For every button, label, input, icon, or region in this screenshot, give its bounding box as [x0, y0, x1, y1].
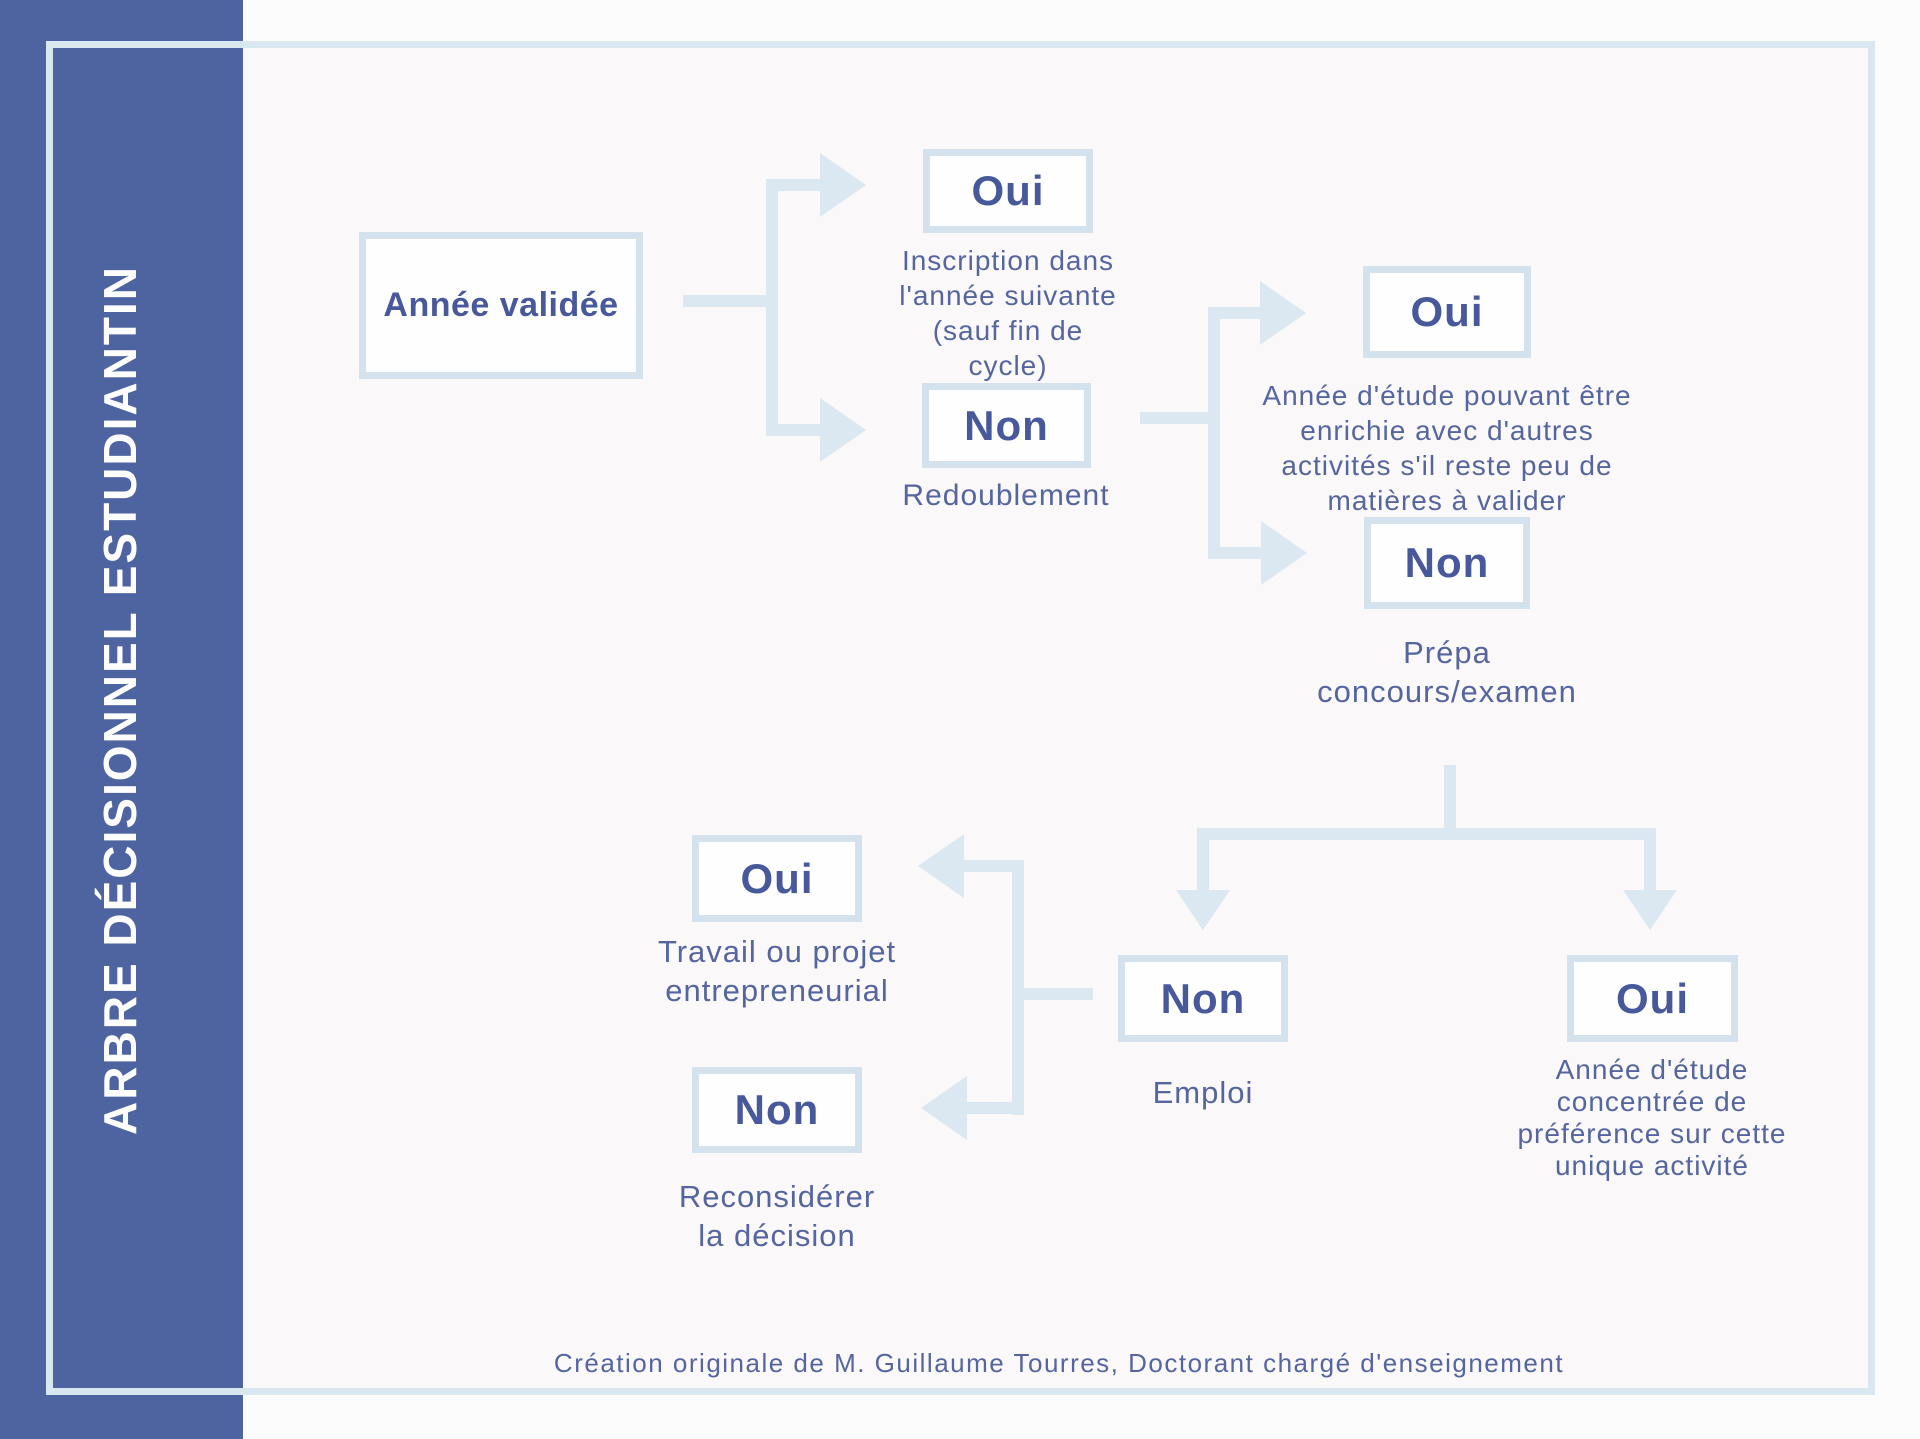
node-oui-redoublement: Oui: [1363, 266, 1531, 358]
node-oui-validation-label: Oui: [971, 167, 1045, 214]
connector-line: [1012, 860, 1024, 1115]
connector-line: [778, 424, 822, 436]
caption-emploi: Emploi: [1152, 1075, 1254, 1110]
node-oui-validation: Oui: [923, 149, 1093, 233]
connector-line: [967, 1102, 1012, 1114]
connector-line: [683, 295, 778, 307]
node-oui-prepa-label: Oui: [1616, 974, 1689, 1022]
caption-prepa: Prépa concours/examen: [1317, 635, 1577, 709]
node-non-redoublement-label: Non: [1404, 539, 1490, 586]
connector-line: [1644, 840, 1656, 890]
arrow-left-icon: [921, 1076, 967, 1140]
connector-line: [1197, 840, 1209, 890]
connector-line: [778, 179, 822, 191]
connector-line: [1444, 765, 1456, 828]
footer-credit: Création originale de M. Guillaume Tourr…: [553, 1348, 1565, 1378]
connector-line: [1140, 412, 1208, 424]
caption-reconsiderer: Reconsidérer la décision: [678, 1179, 876, 1253]
node-oui-redoublement-label: Oui: [1410, 288, 1484, 335]
sidebar: ARBRE DÉCISIONNEL ESTUDIANTIN: [0, 0, 243, 1439]
node-non-validation-label: Non: [964, 401, 1049, 449]
arrow-right-icon: [1260, 281, 1306, 345]
arrow-right-icon: [820, 398, 866, 462]
connector-line: [1220, 547, 1261, 559]
caption-travail: Travail ou projet entrepreneurial: [657, 934, 897, 1008]
arrow-down-icon: [1176, 890, 1230, 930]
connector-line: [766, 179, 778, 436]
connector-line: [1024, 988, 1093, 1000]
node-oui-emploi: Oui: [692, 835, 862, 922]
caption-annee-concentree: Année d'étude concentrée de préférence s…: [1517, 1054, 1787, 1181]
connector-line: [1220, 307, 1260, 319]
arrow-down-icon: [1623, 890, 1677, 930]
connector-line: [1197, 828, 1656, 840]
node-annee-validee-label: Année validée: [383, 286, 619, 324]
node-non-emploi-label: Non: [734, 1086, 820, 1133]
node-annee-validee: Année validée: [359, 232, 643, 379]
node-oui-emploi-label: Oui: [740, 854, 814, 902]
arrow-right-icon: [1261, 521, 1307, 585]
page-title: ARBRE DÉCISIONNEL ESTUDIANTIN: [94, 265, 146, 1135]
node-oui-prepa: Oui: [1567, 955, 1738, 1042]
node-non-prepa-label: Non: [1160, 974, 1246, 1022]
connector-line: [1208, 307, 1220, 559]
node-non-prepa: Non: [1118, 955, 1288, 1042]
node-non-validation: Non: [922, 383, 1091, 468]
node-non-redoublement: Non: [1364, 517, 1530, 609]
caption-inscription: Inscription dans l'année suivante (sauf …: [899, 245, 1117, 381]
arrow-left-icon: [918, 834, 964, 898]
node-non-emploi: Non: [692, 1067, 862, 1153]
caption-redoublement: Redoublement: [902, 479, 1110, 512]
connector-line: [964, 860, 1012, 872]
arrow-right-icon: [820, 153, 866, 217]
caption-annee-enrichie: Année d'étude pouvant être enrichie avec…: [1262, 380, 1632, 516]
